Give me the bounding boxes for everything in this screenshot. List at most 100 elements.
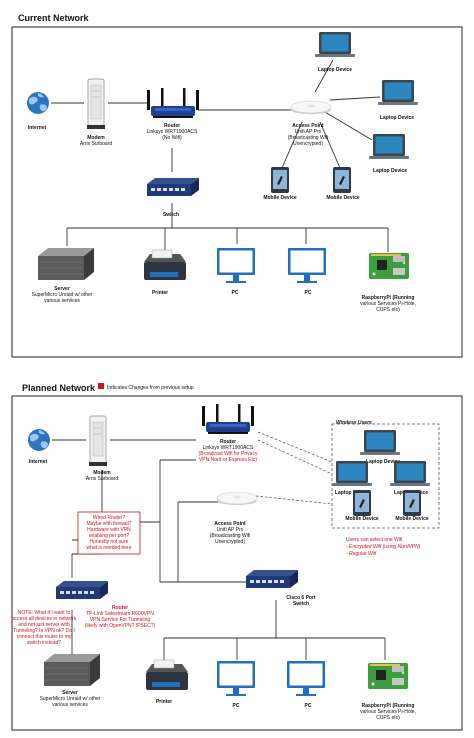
ap-note-1: (Broadcasting Wifi (288, 135, 329, 141)
server-node[interactable]: Server SuperMicro Unraid w/ other variou… (32, 247, 95, 304)
internet-node[interactable]: Internet (27, 92, 49, 131)
vpn-router-icon (56, 581, 108, 599)
wireless-users-title: Wireless Users (336, 420, 372, 426)
globe-icon (28, 429, 50, 451)
planned-pi-label-1: RaspberryPi (Running (362, 703, 415, 709)
current-connections (51, 59, 389, 252)
raspberry-pi-node[interactable]: RaspberryPi (Running various Services Pi… (360, 253, 416, 313)
planned-internet-node[interactable]: Internet (28, 429, 50, 465)
server-note-6: switch instead? (27, 640, 61, 646)
wired-router-question-box (77, 511, 141, 555)
laptop-label-1: Laptop Device (318, 67, 352, 73)
laptop-label-2: Laptop Device (380, 115, 414, 121)
modem-icon (86, 78, 106, 130)
printer-label: Printer (152, 290, 168, 296)
switch-node[interactable]: Switch (147, 178, 199, 218)
server-icon (37, 247, 95, 281)
modem-label: Modem (87, 135, 105, 141)
wireless-laptop-a[interactable]: Laptop Device (360, 430, 400, 465)
mobile-icon (333, 167, 351, 193)
users-note-3: - Regular Wifi (346, 551, 377, 557)
pc-icon (287, 661, 325, 696)
laptop-icon (315, 32, 355, 57)
globe-icon (27, 92, 49, 114)
vpn-router-note-2: VPN Service For Tunneling (90, 617, 151, 623)
laptop-icon (390, 461, 430, 486)
ap-model: Unifi AP Pro (295, 129, 322, 135)
wireless-mobile-b[interactable]: Mobile Device (395, 490, 429, 522)
access-point-icon (216, 491, 258, 506)
laptop-node-2[interactable]: Laptop Device (378, 80, 418, 121)
cisco-switch-node[interactable]: Cisco 6 Port Switch (246, 570, 316, 607)
wireless-mobile-b-label: Mobile Device (395, 516, 429, 522)
planned-ap-note-2: Unencrypted) (215, 539, 245, 545)
question-note-3: Hardware with VPN (87, 527, 131, 533)
ap-label: Access Point (292, 123, 324, 129)
wireless-laptop-b[interactable]: Laptop Device (332, 461, 372, 496)
cisco-switch-label-2: Switch (293, 601, 309, 607)
server-note-4: Tunneling? Is VPN ok? Do I (13, 628, 75, 634)
planned-pc-label-2: PC (305, 703, 312, 709)
planned-pc-node-1[interactable]: PC (217, 661, 255, 709)
wireless-users-group: Wireless Users Laptop Device Laptop Devi… (331, 420, 440, 529)
server-note-2: access all devices in network (12, 616, 77, 622)
planned-modem-node[interactable]: Modem Arris Surboard (86, 415, 118, 482)
planned-ap-note-1: (Broadcasting Wifi (210, 533, 251, 539)
mobile-label-2: Mobile Device (326, 195, 360, 201)
access-point-icon (290, 100, 332, 115)
planned-printer-node[interactable]: Printer (145, 659, 189, 705)
pc-label-2: PC (305, 290, 312, 296)
server-tunneling-note: NOTE: What if I want to access all devic… (12, 610, 77, 646)
planned-server-desc-1: SuperMicro Unraid w/ other (40, 696, 101, 702)
access-point-node[interactable]: Access Point Unifi AP Pro (Broadcasting … (288, 100, 332, 147)
pc-icon (288, 248, 326, 283)
planned-network-frame (11, 395, 463, 731)
pc-node-2[interactable]: PC (288, 248, 326, 296)
laptop-node-1[interactable]: Laptop Device (315, 32, 355, 73)
mobile-node-1[interactable]: Mobile Device (263, 167, 297, 201)
laptop-icon (332, 461, 372, 486)
users-note-1: Users can select one Wifi (346, 537, 402, 543)
laptop-node-3[interactable]: Laptop Device (369, 134, 409, 174)
mobile-node-2[interactable]: Mobile Device (326, 167, 360, 201)
wireless-mobile-a[interactable]: Mobile Device (345, 490, 379, 522)
internet-label: Internet (28, 125, 47, 131)
planned-raspberry-pi-node[interactable]: RaspberryPi (Running various Services Pi… (360, 663, 416, 721)
printer-icon (143, 249, 187, 281)
planned-server-label: Server (62, 690, 78, 696)
laptop-label-3: Laptop Device (373, 168, 407, 174)
pi-label-1: RaspberryPi (Running (362, 295, 415, 301)
planned-pc-node-2[interactable]: PC (287, 661, 325, 709)
server-desc-1: SuperMicro Unraid w/ other (32, 292, 93, 298)
planned-access-point-node[interactable]: Access Point Unifi AP Pro (Broadcasting … (210, 491, 258, 545)
server-note-5: connect this router to my (17, 634, 72, 640)
planned-pi-label-2: various Services Pi-Hole, (360, 709, 416, 715)
planned-ap-label: Access Point (214, 521, 246, 527)
vpn-router-note-1: TP-Link Safestream R600VPN (86, 611, 154, 617)
modem-icon (88, 415, 108, 467)
planned-router-note-2: VPN Nord or Express Etc) (199, 457, 257, 463)
router-node[interactable]: Router Linksys WRT1900ACS (No Wifi) (147, 88, 199, 141)
printer-node[interactable]: Printer (143, 249, 187, 296)
router-icon (202, 404, 254, 434)
question-note-4: enabling per port? (89, 533, 130, 539)
planned-connections (52, 431, 386, 660)
modem-node[interactable]: Modem Arris Surboard (80, 78, 112, 147)
users-note-2: - Encrypted Wifi (using NordVPN) (346, 544, 421, 550)
pc-node-1[interactable]: PC (217, 248, 255, 296)
question-note-1: Wired Router? (93, 515, 125, 521)
wired-router-question: Wired Router? Maybe with firewall? Hardw… (77, 511, 141, 555)
vpn-router-node[interactable]: Router TP-Link Safestream R600VPN VPN Se… (56, 581, 156, 629)
pi-label-2: various Services Pi-Hole, (360, 301, 416, 307)
laptop-icon (378, 80, 418, 105)
server-note-1: NOTE: What if I want to (18, 610, 71, 616)
router-label: Router (164, 123, 180, 129)
router-model: Linksys WRT1900ACS (147, 129, 198, 135)
planned-server-node[interactable]: Server SuperMicro Unraid w/ other variou… (40, 653, 101, 708)
printer-icon (145, 659, 189, 691)
current-network-title: Current Network (18, 13, 90, 23)
planned-network-title: Planned Network (22, 383, 96, 393)
planned-router-node[interactable]: Router Linksys WRT1900ACS (Broadcast Wif… (199, 404, 258, 463)
pc-icon (217, 661, 255, 696)
planned-pi-label-3: CUPS etc) (376, 715, 400, 721)
